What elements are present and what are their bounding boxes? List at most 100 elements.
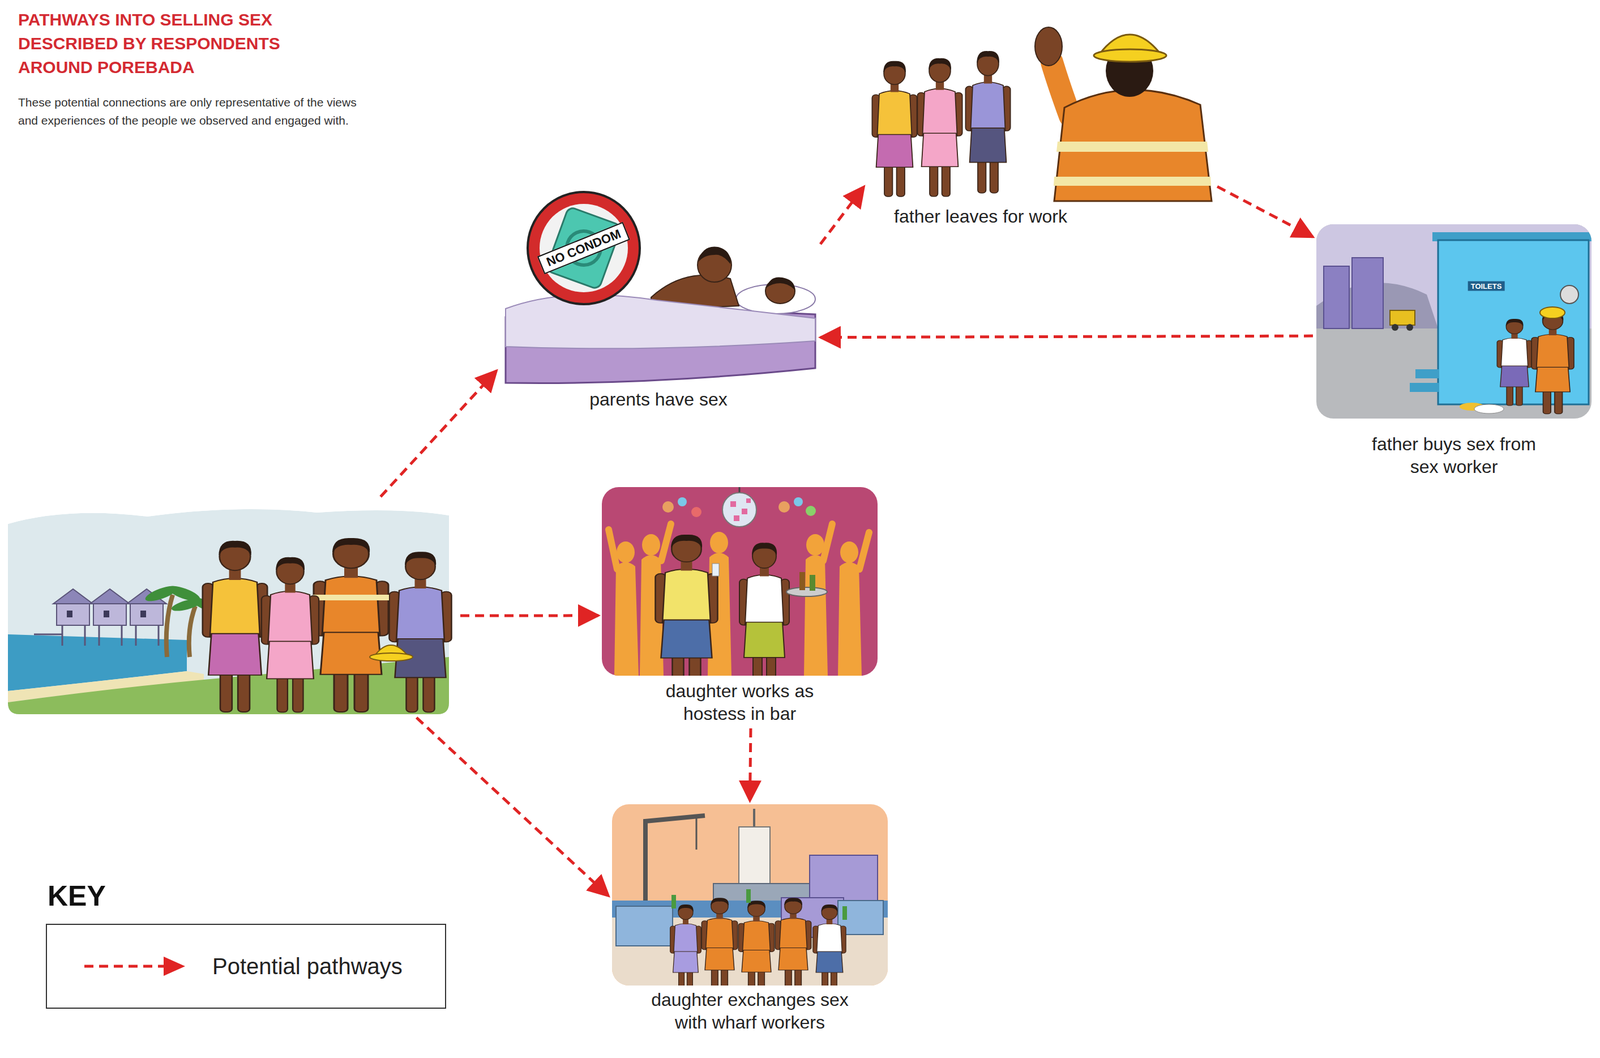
village-scene-part-part-part — [93, 602, 127, 626]
village-scene-part-part-part — [84, 622, 87, 646]
bar-scene-part-part — [712, 563, 720, 576]
wharf-scene-part-part — [615, 905, 673, 946]
bar-scene-part-part — [799, 571, 806, 590]
toilet-scene-part-part — [1474, 404, 1504, 414]
wharf-scene-part-part — [645, 815, 705, 906]
bar-scene-part-part-part — [746, 498, 751, 503]
panel-caption: father leaves for work — [867, 204, 1094, 228]
village-scene-part — [261, 557, 319, 713]
village-scene-part-part-part — [56, 602, 90, 626]
pathway-arrow — [820, 186, 864, 245]
bed-scene-part — [698, 246, 731, 264]
bed-scene-part — [766, 276, 795, 290]
sign-label: NO CONDOM — [537, 221, 631, 275]
toilet-scene-part-part — [1323, 266, 1350, 329]
pathway-arrow — [380, 370, 497, 497]
panel-caption: parents have sex — [522, 387, 795, 411]
wharf-scene-part-part — [813, 904, 846, 986]
departure-scene-part — [1054, 90, 1212, 201]
illustration-panel — [7, 499, 457, 714]
bar-scene-part-part-part — [614, 562, 639, 677]
bar-scene-part-part-part — [642, 533, 661, 556]
wharf-scene-part-part — [842, 905, 847, 920]
bar-scene-part — [601, 486, 878, 676]
wharf-scene-part — [612, 803, 888, 986]
bar-scene-part-part — [786, 587, 828, 597]
toilet-scene-part-part — [1391, 323, 1399, 331]
village-scene-part-part — [7, 508, 449, 714]
bar-scene-part-part-part — [859, 532, 870, 570]
toilet-scene-part-part — [1531, 311, 1574, 414]
bar-scene-part-part-part — [840, 541, 859, 563]
bar-scene-part-part — [809, 574, 816, 591]
bed-scene-part — [527, 191, 640, 305]
bar-scene-part-part — [739, 542, 790, 676]
illustration-panel: father buys sex from sex worker — [1316, 224, 1592, 478]
wharf-scene-part-part — [809, 854, 878, 901]
toilet-scene-part-part — [1409, 382, 1440, 392]
toilet-scene-part-part — [1539, 306, 1565, 319]
bar-scene-part-part-part — [709, 531, 729, 554]
bar-scene-part-part-part — [837, 562, 862, 677]
panel-caption: daughter works as hostess in bar — [649, 679, 831, 725]
wharf-scene-part-part — [775, 897, 811, 986]
panel-caption: father buys sex from sex worker — [1363, 432, 1545, 478]
wharf-scene-part-part — [695, 816, 698, 850]
wharf-scene-part-part — [746, 888, 751, 903]
bar-scene-part-part-part — [741, 508, 748, 515]
pathway-arrow — [460, 613, 599, 617]
toilet-scene-part-part — [1496, 318, 1533, 406]
departure-scene-part — [1056, 141, 1209, 152]
bar-scene-part-part-part — [730, 501, 737, 507]
village-scene-part-part — [56, 602, 164, 626]
village-scene-part — [202, 540, 268, 712]
bar-scene — [601, 486, 878, 692]
bar-scene-part-part — [691, 506, 702, 517]
bar-scene-part-part — [677, 497, 687, 507]
pathway-arrow — [750, 728, 751, 801]
village-scene-part-part-part — [135, 622, 138, 646]
illustration-panel: daughter exchanges sex with wharf worker… — [612, 803, 888, 1034]
bar-scene-part-part — [805, 505, 816, 516]
diagram-title: PATHWAYS INTO SELLING SEX DESCRIBED BY R… — [18, 7, 305, 80]
departure-scene-part — [965, 50, 1011, 194]
wharf-scene-part-part — [738, 826, 770, 889]
bar-scene-part-part-part — [806, 533, 825, 556]
village-scene-part — [313, 537, 389, 712]
departure-scene — [871, 27, 1212, 201]
sign-label: TOILETS — [1468, 281, 1505, 292]
pathway-arrow — [1217, 186, 1313, 237]
village-scene-part-part-part — [33, 633, 63, 636]
village-scene-part-part-part — [166, 594, 173, 657]
toilet-scene-part-part — [1406, 323, 1414, 331]
village-scene-part-part-part — [103, 610, 110, 618]
village-scene-part-part-part — [130, 602, 164, 626]
wharf-scene-part-part — [738, 900, 774, 986]
bar-scene-part-part-part — [616, 541, 635, 563]
departure-scene-part — [1053, 176, 1212, 186]
village-scene-part — [389, 551, 452, 712]
toilet-scene-part-part — [1316, 224, 1592, 419]
pathway-arrow — [820, 335, 1313, 338]
bar-scene-part-part-part — [823, 523, 833, 561]
village-scene-part — [7, 508, 449, 714]
wharf-scene — [612, 803, 888, 992]
bar-scene-part-part-part — [733, 515, 740, 521]
legend-text: Potential pathways — [212, 952, 403, 980]
legend-arrowhead — [163, 956, 186, 976]
village-scene-part-part-part — [140, 610, 147, 618]
bed-scene-part — [505, 294, 816, 349]
toilet-scene — [1316, 224, 1595, 419]
village-scene-part-part-part — [90, 588, 130, 604]
bar-scene-part-part-part — [803, 554, 828, 676]
wharf-scene-part-part — [670, 904, 702, 986]
toilet-scene-part-part — [1389, 310, 1415, 325]
village-scene-part-part-part — [53, 588, 93, 604]
bar-scene-part-part — [730, 498, 751, 521]
toilet-scene-part-part — [1560, 285, 1579, 304]
bar-scene-part-part — [793, 497, 803, 507]
legend-swatch — [80, 950, 189, 982]
panel-caption: daughter exchanges sex with wharf worker… — [639, 987, 861, 1034]
